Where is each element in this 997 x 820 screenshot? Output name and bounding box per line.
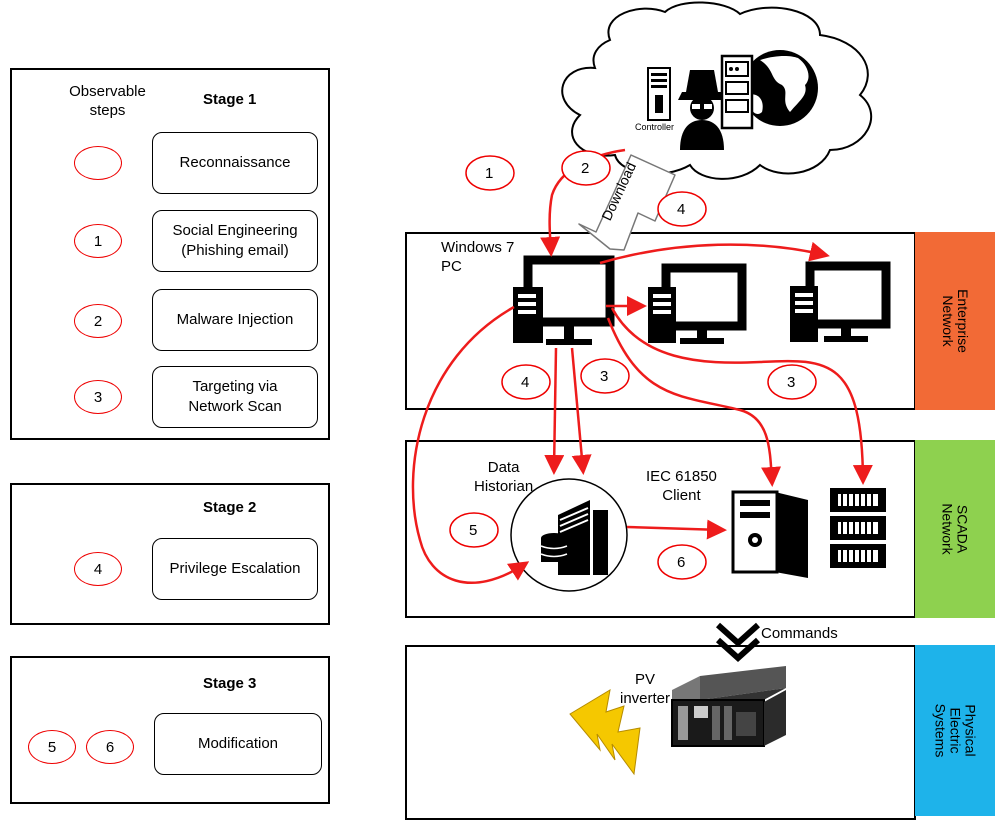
arrow-pc-to-client [606, 317, 782, 487]
enterprise-network-label: Enterprise Network [915, 232, 995, 410]
right-step-markers [449, 150, 817, 580]
arrow-pc-to-historian-1 [544, 347, 565, 475]
step-5-label: 5 [469, 522, 478, 539]
privilege-escalation-box: Privilege Escalation [152, 538, 318, 600]
reconnaissance-box: Reconnaissance [152, 132, 318, 194]
attacker-server-icon [720, 54, 754, 130]
workstation-3-icon [790, 261, 891, 342]
step-6-label: 6 [677, 554, 686, 571]
arrow-pc-loop-to-historian [411, 305, 530, 584]
windows-pc-icon [513, 255, 615, 345]
stage2-title: Stage 2 [203, 499, 257, 516]
step-marker-3: 3 [74, 380, 122, 414]
network-scan-box: Targeting via Network Scan [152, 366, 318, 428]
stage3-title: Stage 3 [203, 675, 257, 692]
step-4-cloud-label: 4 [677, 201, 686, 218]
pv-inverter-label: PV inverter [620, 671, 671, 707]
step-marker-4: 4 [74, 552, 122, 586]
step-1-label: 1 [485, 165, 494, 182]
step-marker-5: 5 [28, 730, 76, 764]
step-2-label: 2 [581, 160, 590, 177]
step-marker-1: 1 [74, 224, 122, 258]
step-marker-2: 2 [74, 304, 122, 338]
controller-server-icon [647, 67, 671, 121]
observable-steps-header: Observable steps [69, 83, 146, 119]
step-3-b-label: 3 [787, 374, 796, 391]
arrow-pc-to-pc3 [599, 241, 830, 265]
scada-rack-icon [830, 488, 886, 568]
step-marker-empty [74, 146, 122, 180]
download-arrow [578, 154, 676, 251]
lightning-icon [569, 689, 641, 776]
step-marker-6: 6 [86, 730, 134, 764]
arrow-historian-to-client [626, 519, 727, 540]
malware-injection-box: Malware Injection [152, 289, 318, 351]
social-engineering-box: Social Engineering (Phishing email) [152, 210, 318, 272]
commands-chevrons-icon [715, 622, 761, 663]
modification-box: Modification [154, 713, 322, 775]
data-historian-icon [510, 478, 628, 592]
hacker-icon [678, 70, 726, 150]
arrow-pc-to-rack [610, 307, 873, 485]
globe-icon [742, 50, 818, 126]
step-4-enterprise-label: 4 [521, 374, 530, 391]
step-3-a-label: 3 [600, 368, 609, 385]
pv-inverter-icon [671, 666, 786, 747]
physical-systems-frame [405, 645, 916, 820]
arrow-pc-to-historian-2 [570, 347, 592, 475]
windows-pc-label: Windows 7 PC [441, 239, 515, 275]
workstation-2-icon [648, 263, 747, 344]
stage1-title: Stage 1 [203, 91, 257, 108]
iec-client-label: IEC 61850 Client [646, 468, 717, 504]
controller-label: Controller [635, 122, 675, 132]
physical-systems-label: Physical Electric Systems [915, 645, 995, 816]
commands-label: Commands [761, 625, 838, 642]
iec-client-server-icon [731, 490, 808, 578]
data-historian-label: Data Historian [474, 459, 534, 495]
scada-network-label: SCADA Network [915, 440, 995, 618]
